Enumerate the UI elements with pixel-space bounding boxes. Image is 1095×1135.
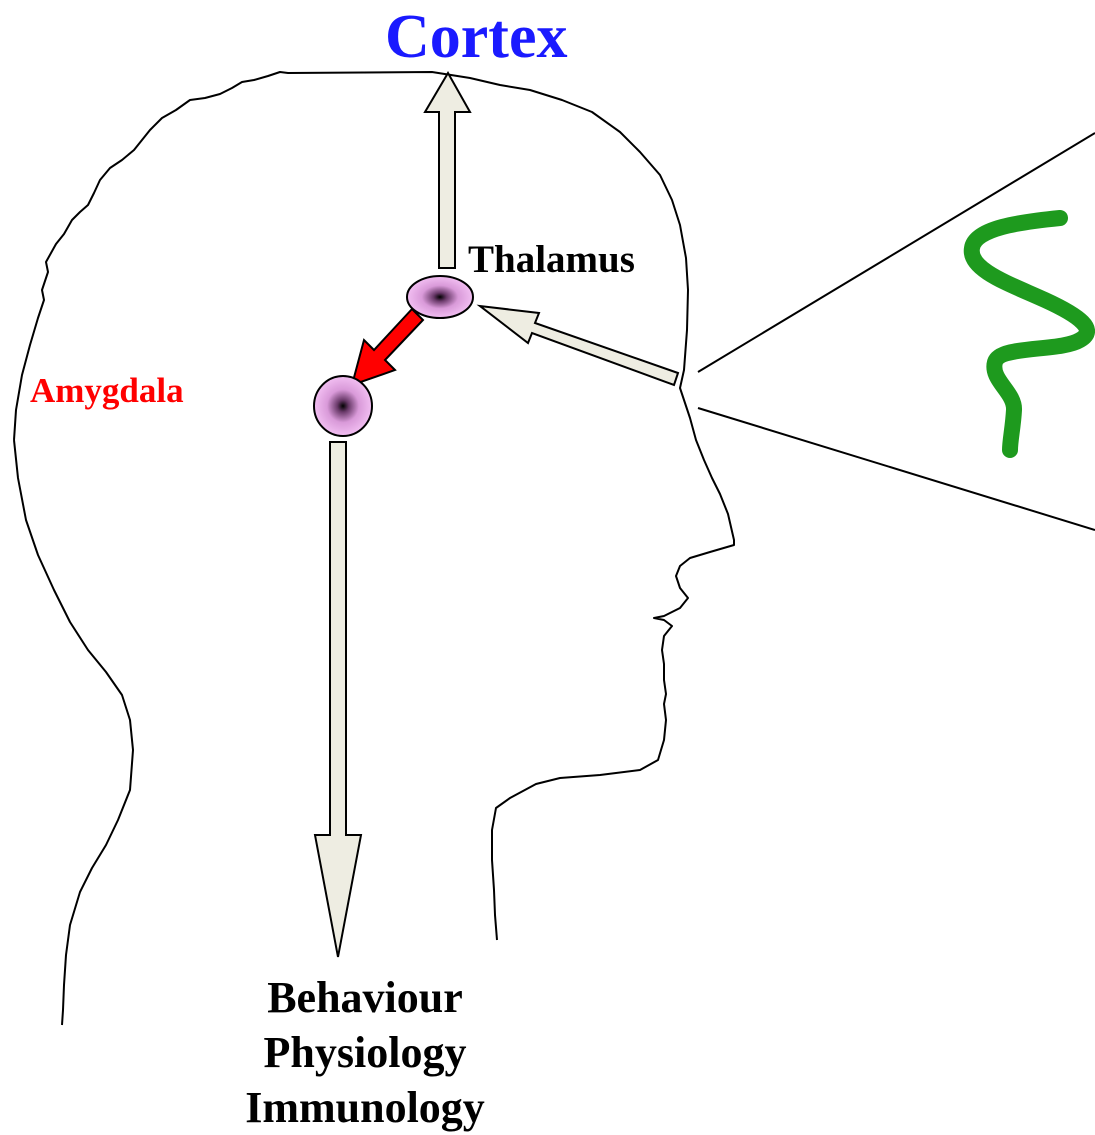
visual-field-lower-line bbox=[698, 408, 1095, 530]
thalamus-to-cortex-arrow bbox=[425, 73, 470, 268]
skull-top-outline bbox=[16, 10, 56, 130]
visual-field-upper-line bbox=[698, 133, 1095, 372]
eye-to-thalamus-arrow bbox=[480, 306, 678, 385]
head-back-lower bbox=[14, 440, 133, 1025]
head-profile bbox=[13, 2, 135, 720]
thalamus-nucleus bbox=[407, 276, 473, 318]
output-behaviour-label: Behaviour bbox=[200, 970, 530, 1025]
amygdala-label: Amygdala bbox=[30, 373, 184, 408]
amygdala-to-outputs-arrow bbox=[315, 442, 361, 957]
output-physiology-label: Physiology bbox=[200, 1025, 530, 1080]
thalamus-to-amygdala-arrow bbox=[352, 309, 423, 385]
head-contour bbox=[13, 8, 135, 720]
head-outline bbox=[10, 0, 135, 718]
cortex-label: Cortex bbox=[385, 6, 567, 68]
head-silhouette bbox=[13, 11, 135, 718]
stimulus-squiggle bbox=[972, 218, 1087, 450]
amygdala-nucleus bbox=[314, 376, 372, 436]
output-immunology-label: Immunology bbox=[200, 1080, 530, 1135]
thalamus-label: Thalamus bbox=[468, 240, 635, 279]
output-list: Behaviour Physiology Immunology bbox=[200, 970, 530, 1135]
